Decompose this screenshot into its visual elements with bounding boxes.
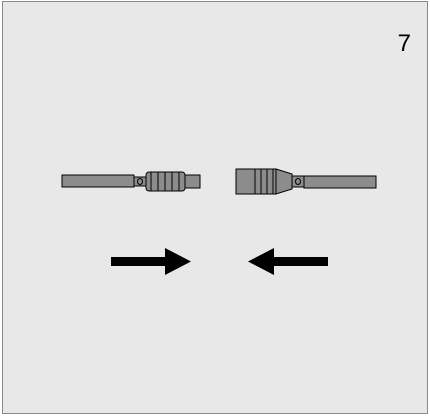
right-collar xyxy=(291,175,305,188)
right-cable xyxy=(303,175,377,189)
left-tip xyxy=(184,174,201,189)
right-connector xyxy=(235,168,377,195)
step-number: 7 xyxy=(397,30,411,57)
left-connector xyxy=(61,171,201,192)
right-socket-body xyxy=(235,168,277,195)
right-taper xyxy=(275,168,293,195)
connector-illustration xyxy=(61,168,377,275)
arrow-left-icon xyxy=(248,248,328,275)
right-collar-hole xyxy=(295,178,301,185)
left-cable xyxy=(61,174,135,188)
left-collar-hole xyxy=(137,178,143,185)
arrow-right-icon xyxy=(111,248,191,275)
